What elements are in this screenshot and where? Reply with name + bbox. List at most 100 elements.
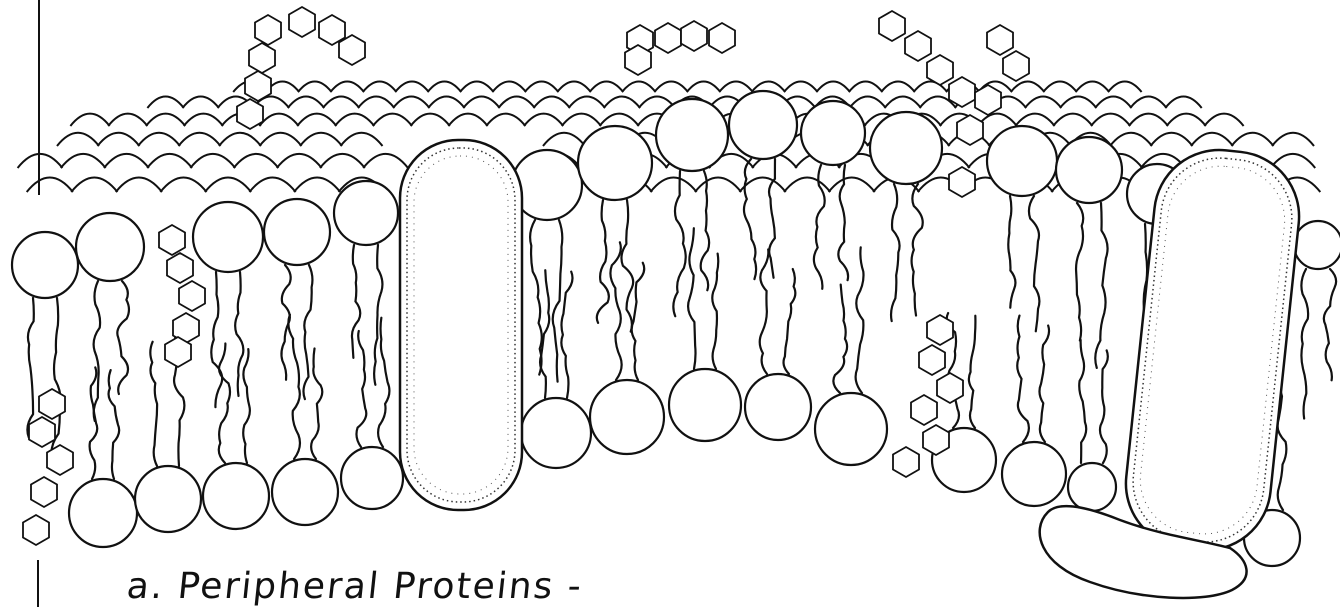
surface-scale	[784, 81, 818, 92]
phospholipid-head	[870, 112, 942, 184]
surface-scale	[341, 133, 383, 146]
surface-scale	[184, 114, 223, 126]
surface-scale	[1060, 97, 1096, 108]
sugar-ring	[879, 11, 905, 41]
surface-scale	[1130, 97, 1166, 108]
fatty-acid-tail	[610, 242, 621, 380]
sugar-ring	[47, 445, 73, 475]
fatty-acid-tail	[243, 349, 250, 463]
phospholipid-head	[76, 213, 144, 281]
fatty-acid-tail	[1301, 269, 1308, 419]
surface-scale	[57, 133, 99, 146]
fatty-acid-tail	[769, 159, 775, 278]
surface-scale	[525, 81, 559, 92]
surface-scale	[219, 133, 261, 146]
surface-scale	[373, 114, 412, 126]
sugar-ring	[949, 77, 975, 107]
fatty-acid-tail	[784, 269, 796, 374]
phospholipid-head	[193, 202, 263, 272]
surface-scale	[463, 97, 499, 108]
fatty-acid-tail	[856, 247, 864, 393]
surface-scale	[885, 97, 921, 108]
fatty-acid-tail	[1095, 203, 1107, 368]
fatty-acid-tail	[561, 272, 572, 398]
sugar-ring	[625, 45, 651, 75]
surface-scale	[260, 133, 302, 146]
phospholipid-head	[669, 369, 741, 441]
surface-scale	[297, 114, 336, 126]
phospholipid-head	[12, 232, 78, 298]
fatty-acid-tail	[303, 265, 312, 399]
surface-scale	[147, 154, 192, 168]
surface-scale	[1110, 133, 1152, 146]
fatty-acid-tail	[117, 281, 129, 394]
surface-scale	[622, 81, 656, 92]
surface-scale	[335, 114, 374, 126]
fatty-acid-tail	[621, 200, 633, 332]
surface-scale	[687, 81, 721, 92]
fatty-acid-tail	[833, 285, 847, 393]
fatty-acid-tail	[94, 281, 100, 421]
sugar-ring	[923, 425, 949, 455]
surface-scale	[1025, 97, 1061, 108]
fatty-acid-tail	[90, 367, 98, 479]
fatty-acid-tail	[701, 171, 709, 290]
surface-scale	[277, 154, 322, 168]
fatty-acid-tail	[211, 272, 222, 407]
sugar-ring	[237, 99, 263, 129]
phospholipid-head	[656, 99, 728, 171]
surface-scale	[1232, 133, 1274, 146]
surface-scale	[1043, 81, 1077, 92]
sugar-ring	[893, 447, 919, 477]
surface-scale	[650, 177, 696, 192]
sugar-ring	[23, 515, 49, 545]
surface-scale	[249, 177, 295, 192]
surface-scale	[1091, 114, 1130, 126]
phospholipid-head	[341, 447, 403, 509]
phospholipid-head	[69, 479, 137, 547]
fatty-acid-tail	[288, 315, 300, 459]
sugar-ring	[179, 281, 205, 311]
surface-scale	[1151, 133, 1193, 146]
surface-scale	[190, 154, 235, 168]
sugar-ring	[911, 395, 937, 425]
phospholipid-head	[745, 374, 811, 440]
sugar-ring	[905, 31, 931, 61]
fatty-acid-tail	[712, 254, 718, 369]
phospholipid-head	[135, 466, 201, 532]
surface-scale	[784, 177, 830, 192]
fatty-acid-tail	[744, 159, 756, 279]
surface-scale	[600, 114, 639, 126]
fatty-acid-tail	[597, 200, 609, 323]
surface-scale	[1191, 133, 1233, 146]
surface-scale	[27, 177, 73, 192]
sugar-ring	[39, 389, 65, 419]
surface-scale	[829, 177, 875, 192]
surface-scale	[562, 114, 601, 126]
surface-scale	[104, 154, 149, 168]
surface-scale	[183, 97, 219, 108]
surface-scale	[395, 81, 429, 92]
sugar-ring	[165, 337, 191, 367]
surface-scale	[294, 177, 340, 192]
fatty-acid-tail	[1076, 203, 1083, 341]
surface-scale	[320, 154, 365, 168]
surface-scale	[323, 97, 359, 108]
surface-scale	[1204, 114, 1243, 126]
phospholipid-head	[1294, 221, 1340, 269]
phospholipid-head	[203, 463, 269, 529]
surface-scale	[98, 133, 140, 146]
fatty-acid-tail	[27, 298, 33, 437]
sugar-ring	[249, 43, 275, 73]
phospholipid-head	[729, 91, 797, 159]
fatty-acid-tail	[969, 316, 976, 428]
phospholipid-head	[801, 101, 865, 165]
fatty-acid-tail	[1039, 326, 1049, 442]
surface-scale	[1011, 81, 1045, 92]
sugar-ring	[159, 225, 185, 255]
surface-scale	[590, 81, 624, 92]
sugar-ring	[31, 477, 57, 507]
surface-scale	[1015, 114, 1054, 126]
fatty-acid-tail	[1079, 340, 1086, 463]
fatty-acid-tail	[356, 331, 366, 447]
